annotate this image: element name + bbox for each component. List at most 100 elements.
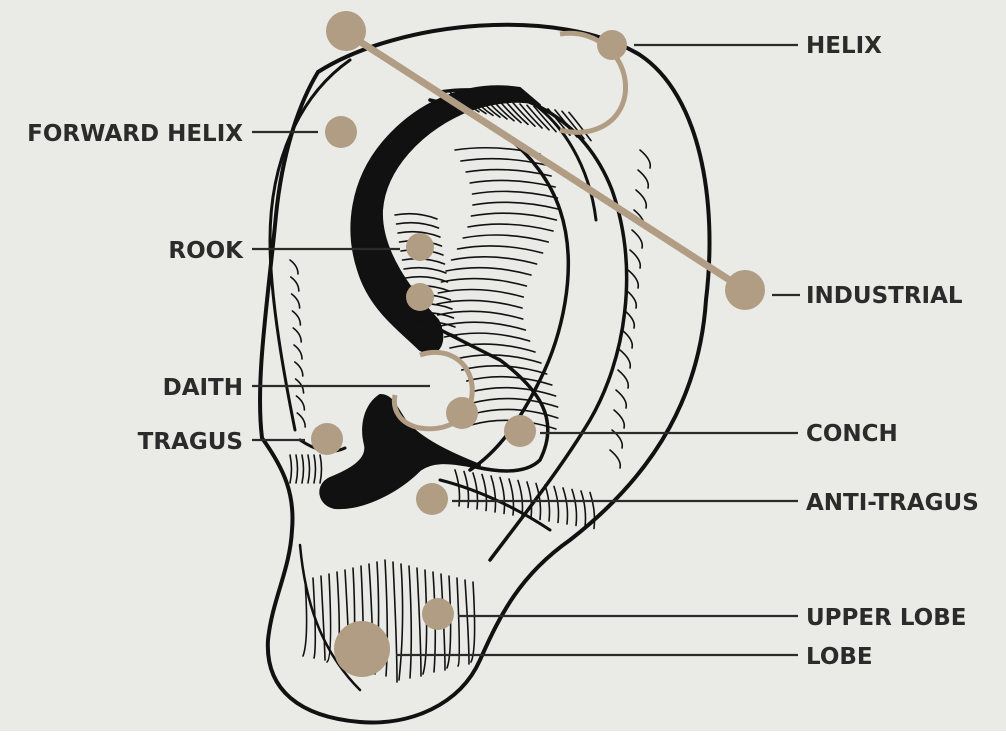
hatch-stroke — [469, 179, 556, 188]
hatch-stroke — [466, 375, 553, 386]
label-anti-tragus: ANTI-TRAGUS — [806, 490, 979, 516]
hatch-stroke — [627, 269, 640, 289]
hatch-stroke — [436, 310, 524, 320]
hatch-stroke — [481, 473, 488, 512]
hatch-stroke — [498, 99, 522, 124]
hatch-stroke — [477, 96, 501, 118]
hatch-stroke — [471, 190, 559, 199]
hatch-stroke — [394, 212, 438, 220]
hatch-stroke — [398, 563, 404, 681]
hatch-stroke — [301, 454, 305, 484]
label-lobe: LOBE — [806, 644, 873, 670]
hatch-stroke — [462, 234, 550, 243]
hatch-stroke — [446, 575, 452, 669]
hatch-stroke — [295, 395, 306, 411]
hatch-stroke — [422, 569, 428, 675]
hatch-stroke — [469, 386, 557, 397]
lobe-stud — [334, 621, 390, 677]
hatch-stroke — [436, 299, 523, 309]
hatch-stroke — [312, 577, 317, 659]
hatch-stroke — [449, 343, 536, 353]
hatch-stroke — [629, 249, 642, 269]
hatch-stroke — [470, 94, 494, 117]
anti-tragus-stud — [416, 483, 448, 515]
hatch-stroke — [413, 329, 458, 337]
label-daith: DAITH — [163, 375, 243, 401]
ear-outline — [258, 22, 712, 725]
hatch-stroke — [519, 103, 543, 129]
helix-stud — [597, 30, 627, 60]
hatch-stroke — [625, 289, 638, 309]
hatch-stroke — [307, 454, 311, 484]
hatch-stroke — [319, 454, 323, 484]
hatch-stroke — [639, 149, 652, 169]
tragus-stud — [311, 423, 343, 455]
hatch-stroke — [454, 469, 461, 507]
hatch-stroke — [615, 389, 628, 409]
hatch-stroke — [296, 412, 306, 428]
helix-top-stud — [326, 11, 366, 51]
rook-lower-stud — [406, 283, 434, 311]
hatch-stroke — [568, 111, 592, 142]
hatch-stroke — [412, 320, 456, 328]
hatch-stroke — [526, 104, 550, 131]
hatch-stroke — [289, 259, 299, 275]
hatch-stroke — [465, 168, 552, 177]
hatch-stroke — [544, 484, 551, 522]
conch-stud — [504, 415, 536, 447]
hatch-stroke — [290, 276, 300, 292]
leader-lines — [252, 43, 800, 657]
hatch-stroke — [467, 223, 554, 232]
hatch-stroke — [320, 575, 326, 661]
piercing-studs — [311, 11, 765, 677]
hatch-stroke — [397, 230, 441, 238]
forward-helix-stud — [325, 116, 357, 148]
hatch-stroke — [403, 266, 447, 274]
industrial-bar — [341, 28, 749, 294]
hatch-stroke — [533, 105, 557, 133]
hatch-stroke — [470, 581, 476, 663]
hatch-stroke — [562, 487, 569, 525]
hatch-stroke — [580, 490, 587, 528]
hatch-stroke — [450, 256, 538, 265]
hatch-stroke — [456, 245, 544, 254]
hatch-stroke — [621, 329, 634, 349]
daith-stud — [446, 397, 478, 429]
hatch-stroke — [408, 565, 413, 679]
hatch-stroke — [517, 479, 524, 518]
hatch-stroke — [404, 275, 449, 283]
hatch-stroke — [326, 573, 332, 663]
label-rook: ROOK — [168, 238, 244, 264]
hatch-stroke — [490, 475, 497, 513]
hatch-stroke — [455, 354, 542, 364]
label-tragus: TRAGUS — [138, 429, 243, 455]
hatch-stroke — [619, 349, 632, 369]
hatch-stroke — [561, 110, 585, 140]
hatch-stroke — [553, 485, 560, 524]
hatch-stroke — [491, 98, 515, 122]
hatch-stroke — [295, 454, 299, 484]
hatch-stroke — [440, 277, 528, 287]
hatch-stroke — [293, 344, 303, 360]
hatch-stroke — [292, 327, 302, 343]
antihelix-inner-line — [518, 93, 598, 222]
label-upper-lobe: UPPER LOBE — [806, 605, 966, 631]
hatch-stroke — [635, 189, 648, 209]
hatch-stroke — [472, 201, 559, 210]
industrial-piercing — [341, 28, 749, 294]
lobe-line — [298, 543, 362, 692]
hatch-stroke — [512, 102, 536, 127]
upper-lobe-stud — [422, 598, 454, 630]
helix-rim-line — [268, 58, 352, 432]
rook-upper-stud — [406, 233, 434, 261]
hatch-stroke — [470, 212, 558, 221]
hatch-stroke — [313, 454, 317, 484]
hatch-stroke — [472, 408, 559, 419]
labels: HELIX FORWARD HELIX ROOK INDUSTRIAL DAIT… — [27, 33, 979, 670]
hatch-stroke — [437, 288, 525, 298]
hatch-stroke — [294, 361, 304, 377]
hatch-stroke — [460, 365, 548, 375]
hatch-stroke — [384, 559, 389, 677]
